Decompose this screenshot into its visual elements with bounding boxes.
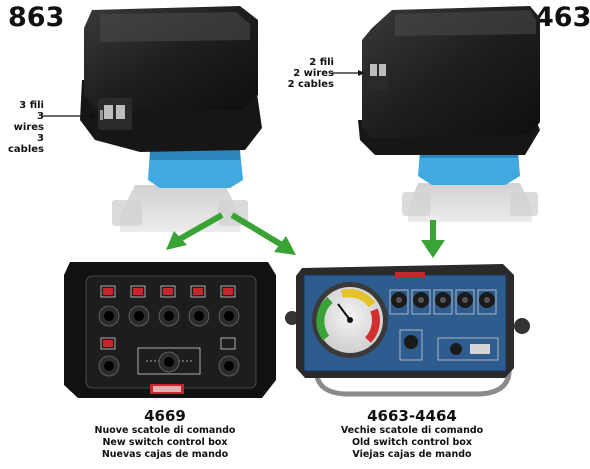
caption-4669-line-2: New switch control box [102, 437, 228, 448]
caption-4663-4464-line-1: Vechie scatole di comando [340, 425, 484, 436]
control-box-4663-4464 [285, 264, 530, 397]
right-wires-label: 2 fili 2 wires 2 cables [286, 57, 334, 90]
caption-4669: 4669 Nuove scatole di comando New switch… [70, 407, 260, 461]
right-wires-line-1: 2 fili [309, 57, 334, 68]
model-463-label: 463 [535, 2, 590, 33]
green-arrows [166, 212, 445, 258]
control-box-4669 [64, 262, 276, 398]
caption-4669-code: 4669 [144, 407, 186, 425]
left-wires-label: 3 fili 3 wires 3 cables [4, 100, 44, 155]
left-wires-line-3: 3 cables [8, 133, 44, 155]
left-wires-line-1: 3 fili [19, 100, 44, 111]
right-wires-line-3: 2 cables [287, 79, 334, 90]
model-863-label: 863 [8, 2, 65, 33]
caption-4669-line-1: Nuove scatole di comando [94, 425, 236, 436]
actuator-463 [332, 6, 540, 222]
caption-4663-4464: 4663-4464 Vechie scatole di comando Old … [312, 407, 512, 461]
caption-4663-4464-line-3: Viejas cajas de mando [352, 449, 472, 460]
caption-4669-line-3: Nuevas cajas de mando [101, 449, 229, 460]
right-wires-line-2: 2 wires [293, 68, 334, 79]
caption-4663-4464-line-2: Old switch control box [351, 437, 473, 448]
actuator-863 [42, 6, 262, 232]
caption-4663-4464-code: 4663-4464 [367, 407, 457, 425]
left-wires-line-2: 3 wires [13, 111, 44, 133]
